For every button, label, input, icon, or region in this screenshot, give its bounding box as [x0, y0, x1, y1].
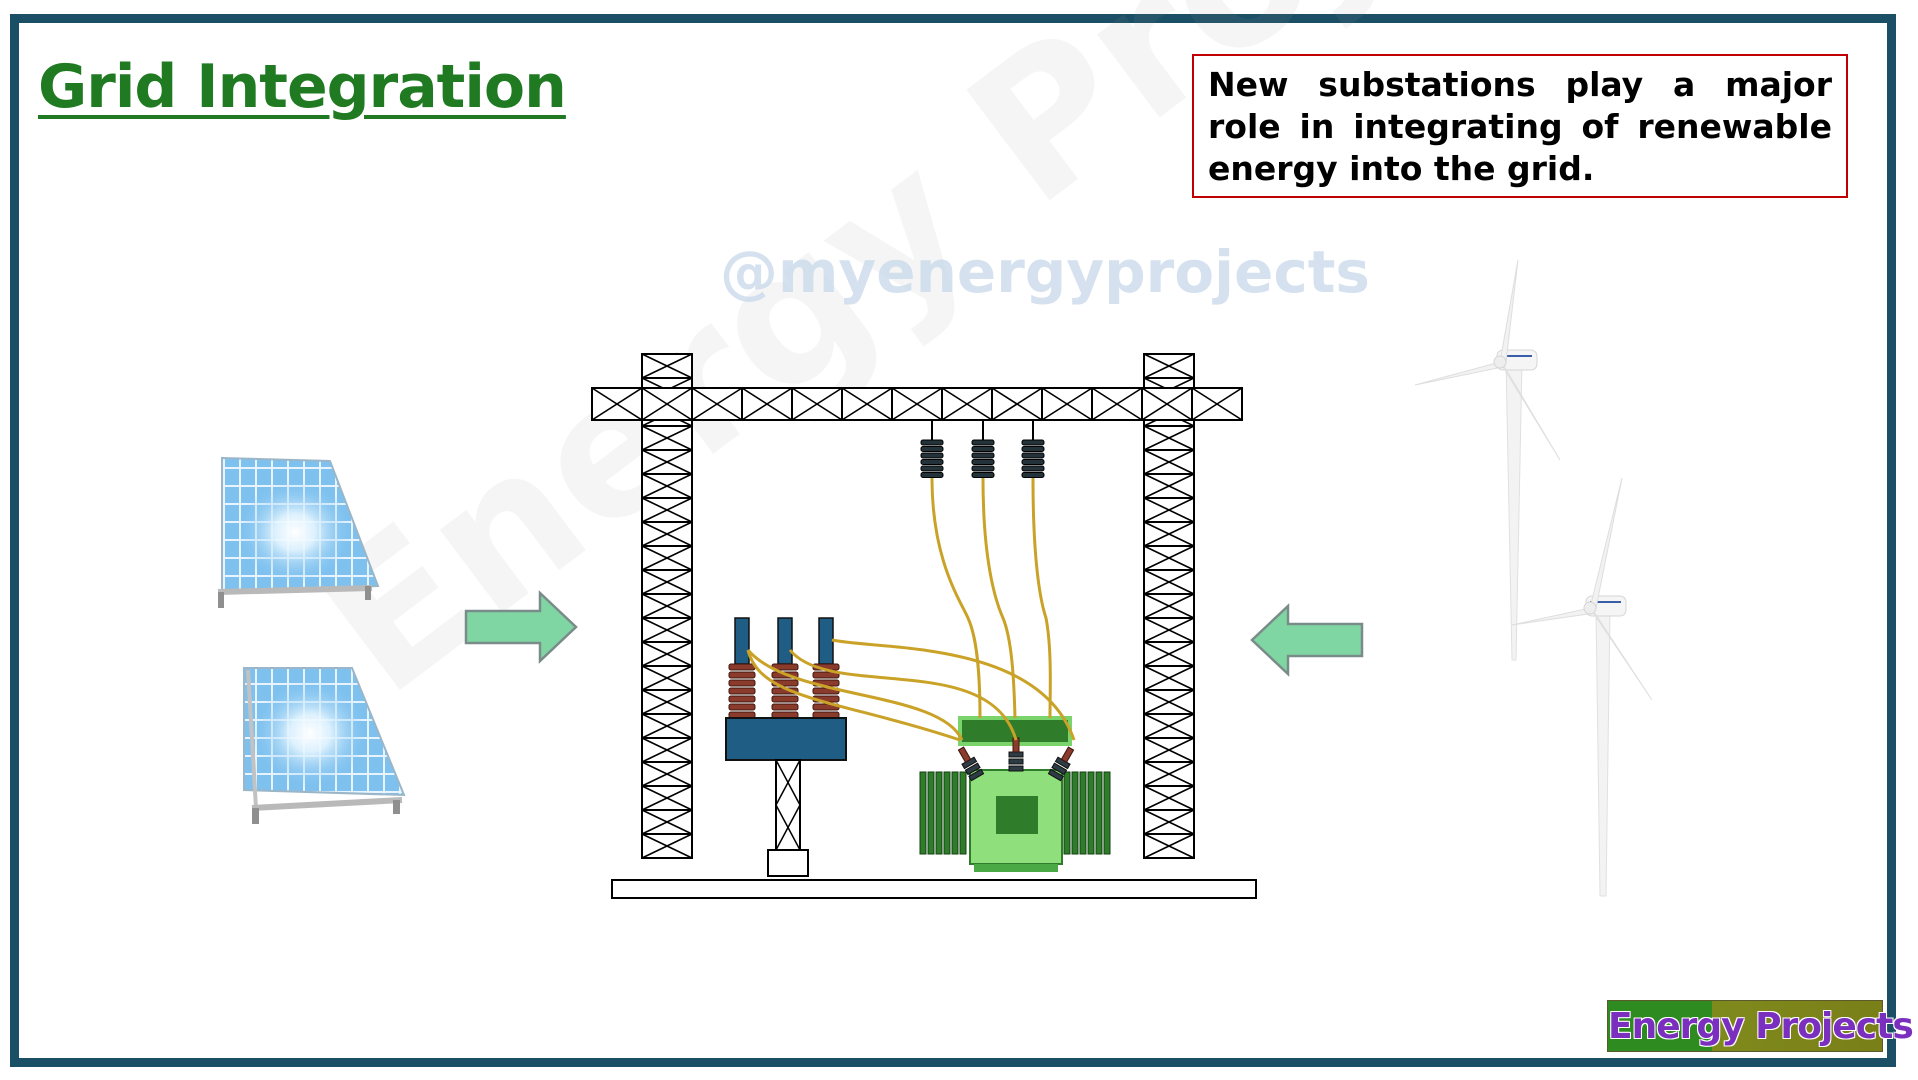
wind-turbine-icon [1414, 259, 1561, 661]
handle-watermark: @myenergyprojects [720, 238, 1370, 306]
lattice-tower-icon [591, 353, 1243, 859]
wind-turbine-icon [1511, 477, 1653, 897]
brand-logo: Energy Projects [1607, 1000, 1914, 1052]
page-title: Grid Integration [38, 52, 567, 122]
base-platform [611, 879, 1257, 899]
cables [746, 477, 1076, 742]
callout-box: New substations play a major role in int… [1192, 54, 1848, 198]
transformer-icon [919, 716, 1111, 872]
brand-logo-text: Energy Projects [1608, 1006, 1914, 1047]
circuit-breaker-icon [725, 617, 847, 877]
right-arrow-icon [464, 590, 578, 664]
left-arrow-icon [1250, 603, 1364, 677]
solar-panel-icon [217, 456, 380, 608]
callout-text: New substations play a major role in int… [1208, 65, 1832, 188]
solar-panel-icon [243, 667, 406, 824]
suspension-insulator-icon [920, 420, 1045, 484]
